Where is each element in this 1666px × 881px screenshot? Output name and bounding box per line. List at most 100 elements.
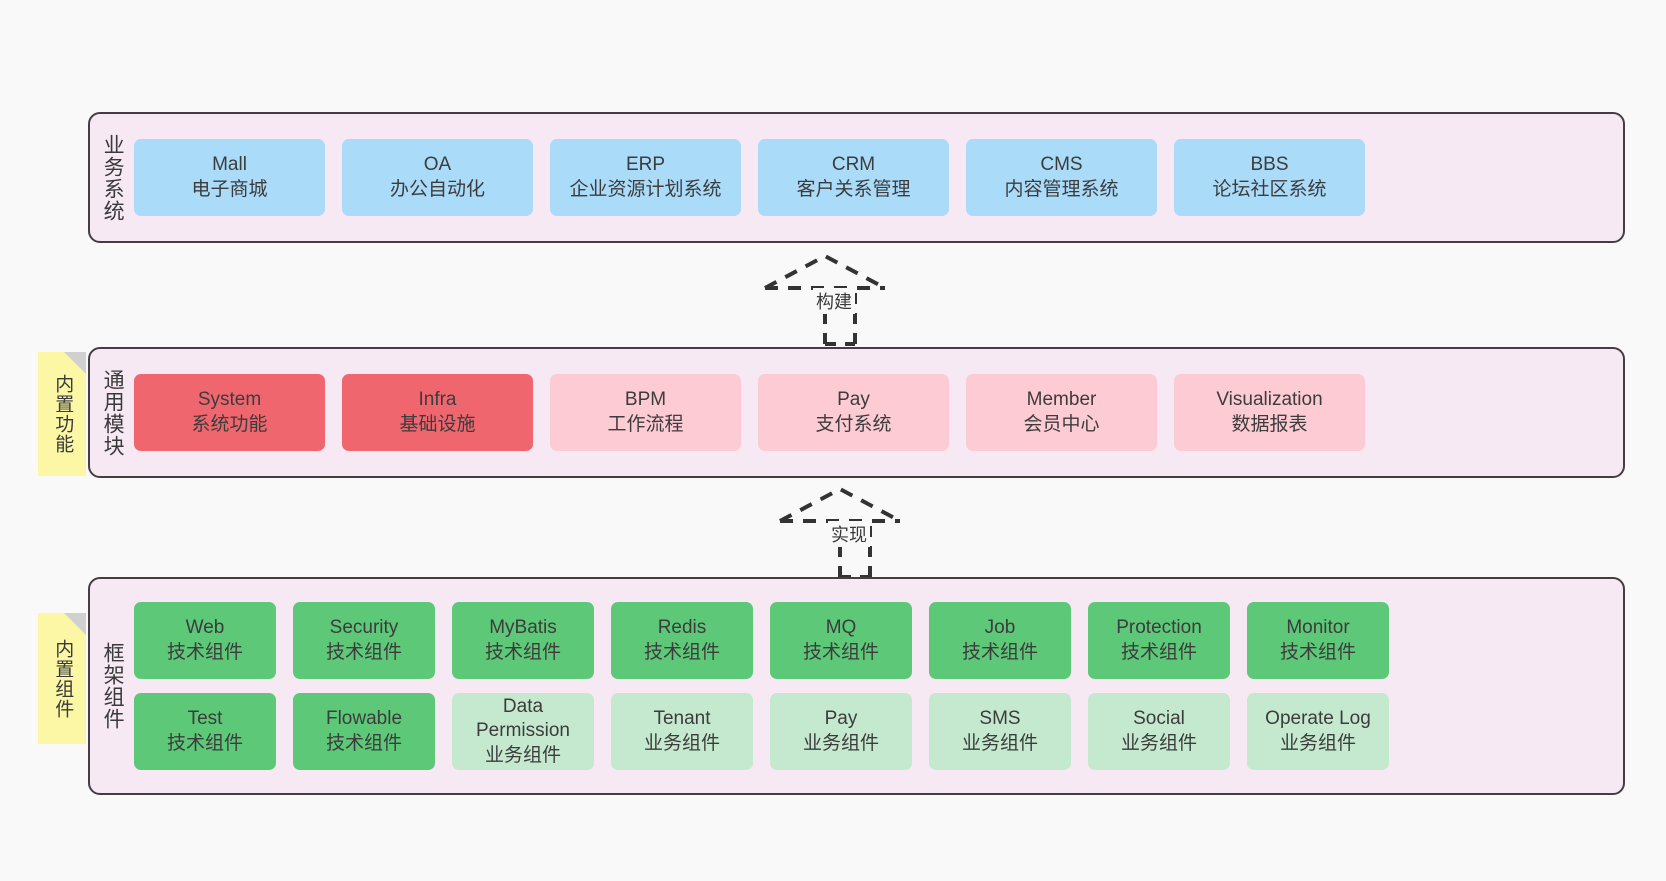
node-mq[interactable]: MQ 技术组件: [770, 602, 912, 679]
node-data-permission[interactable]: Data Permission 业务组件: [452, 693, 594, 770]
node-visualization-subtitle: 数据报表: [1231, 413, 1308, 435]
node-mall-subtitle: 电子商城: [191, 178, 268, 200]
layer-body-modules: System 系统功能 Infra 基础设施 BPM 工作流程 Pay 支付系统…: [134, 349, 1623, 476]
node-operate-log-subtitle: 业务组件: [1279, 732, 1356, 754]
node-test-title: Test: [187, 708, 223, 730]
business-node-row: Mall 电子商城 OA 办公自动化 ERP 企业资源计划系统 CRM 客户关系…: [134, 139, 1609, 216]
node-monitor[interactable]: Monitor 技术组件: [1247, 602, 1389, 679]
layer-common-modules: 通用模块 System 系统功能 Infra 基础设施 BPM 工作流程 Pay: [88, 347, 1625, 478]
node-bpm[interactable]: BPM 工作流程: [550, 374, 741, 451]
node-web-subtitle: 技术组件: [166, 641, 243, 663]
connector-implement-label: 实现: [828, 521, 870, 547]
node-infra-title: Infra: [418, 389, 457, 411]
node-flowable-subtitle: 技术组件: [325, 732, 402, 754]
node-redis-title: Redis: [657, 617, 707, 639]
node-test[interactable]: Test 技术组件: [134, 693, 276, 770]
node-pay-module[interactable]: Pay 支付系统: [758, 374, 949, 451]
node-security-subtitle: 技术组件: [325, 641, 402, 663]
node-social-subtitle: 业务组件: [1120, 732, 1197, 754]
node-pay-component[interactable]: Pay 业务组件: [770, 693, 912, 770]
node-crm[interactable]: CRM 客户关系管理: [758, 139, 949, 216]
node-operate-log[interactable]: Operate Log 业务组件: [1247, 693, 1389, 770]
node-member[interactable]: Member 会员中心: [966, 374, 1157, 451]
node-system-title: System: [197, 389, 262, 411]
node-mybatis-title: MyBatis: [489, 617, 557, 639]
connector-implement: 实现: [760, 485, 950, 585]
node-cms[interactable]: CMS 内容管理系统: [966, 139, 1157, 216]
node-job[interactable]: Job 技术组件: [929, 602, 1071, 679]
sticky-note-builtin-components: 内置组件: [38, 613, 86, 744]
layer-title-modules: 通用模块: [101, 368, 125, 457]
node-monitor-title: Monitor: [1286, 617, 1350, 639]
node-web-title: Web: [185, 617, 225, 639]
framework-tech-row: Web 技术组件 Security 技术组件 MyBatis 技术组件 Redi…: [134, 602, 1609, 679]
node-sms[interactable]: SMS 业务组件: [929, 693, 1071, 770]
node-oa[interactable]: OA 办公自动化: [342, 139, 533, 216]
modules-node-row: System 系统功能 Infra 基础设施 BPM 工作流程 Pay 支付系统…: [134, 374, 1609, 451]
node-mybatis[interactable]: MyBatis 技术组件: [452, 602, 594, 679]
node-tenant-title: Tenant: [653, 708, 711, 730]
node-system[interactable]: System 系统功能: [134, 374, 325, 451]
node-flowable-title: Flowable: [325, 708, 403, 730]
layer-framework-components: 框架组件 Web 技术组件 Security 技术组件 MyBatis 技术组件…: [88, 577, 1625, 795]
sticky-note-builtin-components-label: 内置组件: [52, 638, 74, 719]
node-redis-subtitle: 技术组件: [643, 641, 720, 663]
node-social[interactable]: Social 业务组件: [1088, 693, 1230, 770]
node-security[interactable]: Security 技术组件: [293, 602, 435, 679]
node-crm-title: CRM: [831, 154, 876, 176]
node-bbs-title: BBS: [1250, 154, 1289, 176]
sticky-note-builtin-features-label: 内置功能: [52, 374, 74, 454]
node-bpm-subtitle: 工作流程: [607, 413, 684, 435]
node-sms-title: SMS: [979, 708, 1021, 730]
node-infra[interactable]: Infra 基础设施: [342, 374, 533, 451]
layer-title-framework: 框架组件: [101, 642, 125, 730]
node-web[interactable]: Web 技术组件: [134, 602, 276, 679]
node-job-title: Job: [984, 617, 1016, 639]
node-member-title: Member: [1026, 389, 1097, 411]
node-data-permission-title: Data Permission: [476, 696, 570, 742]
node-visualization[interactable]: Visualization 数据报表: [1174, 374, 1365, 451]
node-monitor-subtitle: 技术组件: [1279, 641, 1356, 663]
node-oa-subtitle: 办公自动化: [389, 178, 485, 200]
node-redis[interactable]: Redis 技术组件: [611, 602, 753, 679]
node-flowable[interactable]: Flowable 技术组件: [293, 693, 435, 770]
node-member-subtitle: 会员中心: [1023, 413, 1100, 435]
node-sms-subtitle: 业务组件: [961, 732, 1038, 754]
node-pay-module-title: Pay: [837, 389, 870, 411]
node-mybatis-subtitle: 技术组件: [484, 641, 561, 663]
node-data-permission-subtitle: 业务组件: [484, 744, 561, 766]
node-crm-subtitle: 客户关系管理: [796, 178, 911, 200]
node-tenant[interactable]: Tenant 业务组件: [611, 693, 753, 770]
node-social-title: Social: [1133, 708, 1185, 730]
node-pay-module-subtitle: 支付系统: [815, 413, 892, 435]
layer-body-framework: Web 技术组件 Security 技术组件 MyBatis 技术组件 Redi…: [134, 579, 1623, 793]
layer-body-business: Mall 电子商城 OA 办公自动化 ERP 企业资源计划系统 CRM 客户关系…: [134, 114, 1623, 241]
connector-build-label: 构建: [813, 288, 855, 314]
node-job-subtitle: 技术组件: [961, 641, 1038, 663]
node-erp[interactable]: ERP 企业资源计划系统: [550, 139, 741, 216]
node-cms-subtitle: 内容管理系统: [1004, 178, 1119, 200]
node-erp-title: ERP: [625, 154, 666, 176]
layer-title-business: 业务系统: [101, 133, 125, 222]
node-infra-subtitle: 基础设施: [399, 413, 476, 435]
node-bbs[interactable]: BBS 论坛社区系统: [1174, 139, 1365, 216]
node-visualization-title: Visualization: [1216, 389, 1323, 411]
framework-business-row: Test 技术组件 Flowable 技术组件 Data Permission …: [134, 693, 1609, 770]
node-mq-title: MQ: [825, 617, 857, 639]
node-bpm-title: BPM: [624, 389, 667, 411]
node-erp-subtitle: 企业资源计划系统: [569, 178, 722, 200]
node-protection[interactable]: Protection 技术组件: [1088, 602, 1230, 679]
node-test-subtitle: 技术组件: [166, 732, 243, 754]
node-protection-title: Protection: [1116, 617, 1202, 639]
node-mq-subtitle: 技术组件: [802, 641, 879, 663]
node-mall-title: Mall: [212, 154, 247, 176]
node-operate-log-title: Operate Log: [1265, 708, 1371, 730]
sticky-note-builtin-features: 内置功能: [38, 352, 86, 476]
node-tenant-subtitle: 业务组件: [643, 732, 720, 754]
node-bbs-subtitle: 论坛社区系统: [1212, 178, 1327, 200]
node-security-title: Security: [329, 617, 399, 639]
node-cms-title: CMS: [1040, 154, 1083, 176]
node-mall[interactable]: Mall 电子商城: [134, 139, 325, 216]
node-oa-title: OA: [423, 154, 452, 176]
